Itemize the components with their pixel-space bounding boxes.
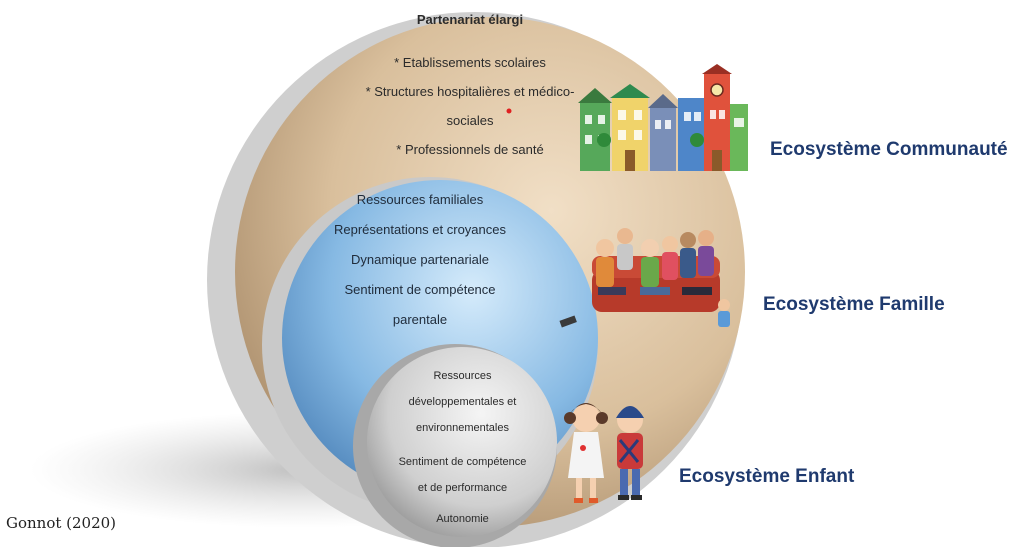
- middle-circle-item: Sentiment de compétence: [344, 282, 496, 297]
- ecosystem-child-label: Ecosystème Enfant: [679, 466, 855, 487]
- middle-circle-item: Dynamique partenariale: [350, 252, 490, 267]
- inner-circle: [367, 347, 557, 537]
- community-houses-illustration: [578, 64, 748, 171]
- inner-circle-item: environnementales: [416, 422, 509, 434]
- outer-circle-item: sociales: [446, 113, 494, 128]
- ecosystem-community-label: Ecosystème Communauté: [770, 139, 1008, 160]
- citation: Gonnot (2020): [6, 514, 117, 532]
- red-dot: [506, 108, 512, 114]
- family-illustration: [559, 228, 730, 328]
- ecosystem-family-label: Ecosystème Famille: [763, 294, 945, 315]
- inner-circle-item: Ressources: [433, 370, 492, 382]
- outer-circle-item: * Professionnels de santé: [396, 142, 544, 157]
- inner-circle-item: Sentiment de compétence: [398, 456, 527, 468]
- middle-circle-item: Représentations et croyances: [334, 222, 506, 237]
- middle-circle-item: parentale: [392, 312, 448, 327]
- outer-circle-item: * Etablissements scolaires: [394, 55, 546, 70]
- inner-circle-item: développementales et: [408, 396, 517, 408]
- inner-circle-item: et de performance: [417, 482, 508, 494]
- outer-circle-title: Partenariat élargi: [416, 12, 524, 27]
- children-illustration: [564, 403, 644, 503]
- inner-circle-item: Autonomie: [436, 513, 489, 525]
- outer-circle-item: * Structures hospitalières et médico-: [365, 84, 575, 99]
- middle-circle-item: Ressources familiales: [356, 192, 484, 207]
